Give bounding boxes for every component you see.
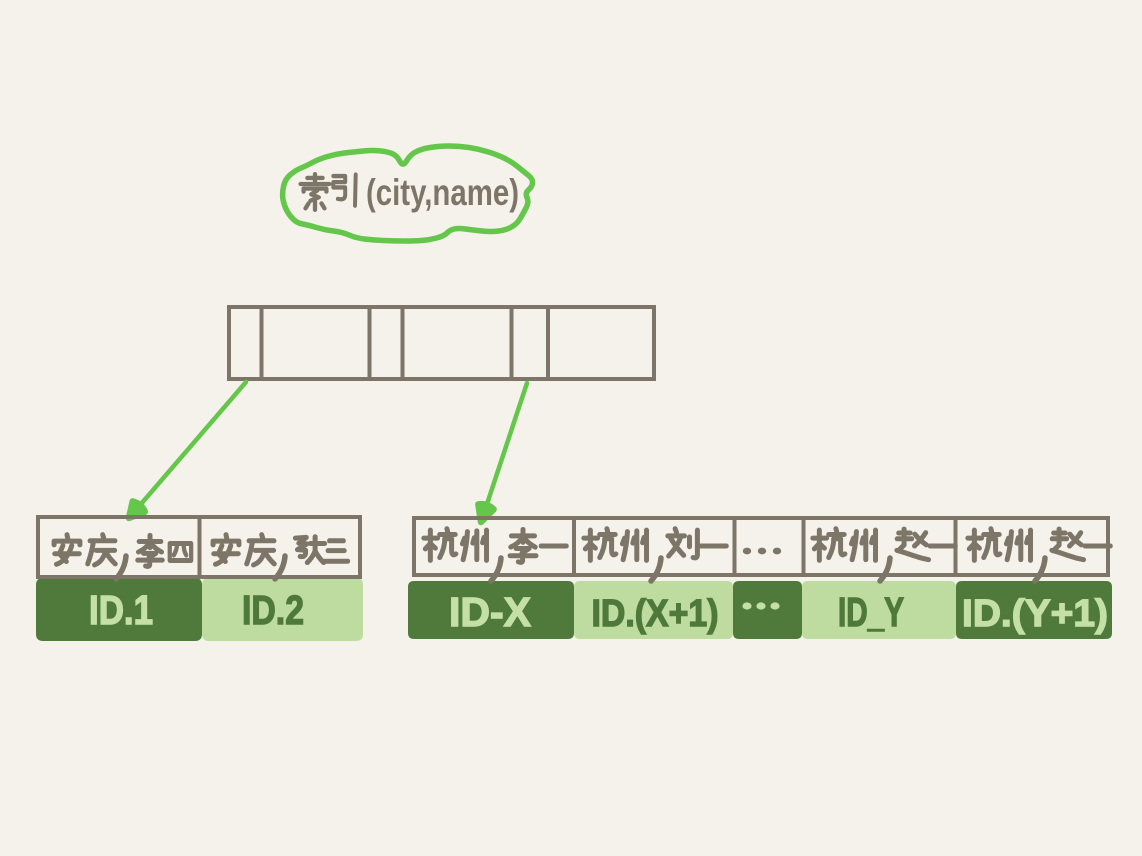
svg-text:ID-X: ID-X [449,589,531,635]
svg-text:ID.(Y+1): ID.(Y+1) [962,593,1108,635]
svg-text:ID.1: ID.1 [89,587,153,633]
svg-text:ID_Y: ID_Y [838,589,904,635]
svg-text:ID.(X+1): ID.(X+1) [592,593,719,635]
svg-text:ID.2: ID.2 [242,587,304,633]
svg-text:(city,name): (city,name) [366,172,519,213]
